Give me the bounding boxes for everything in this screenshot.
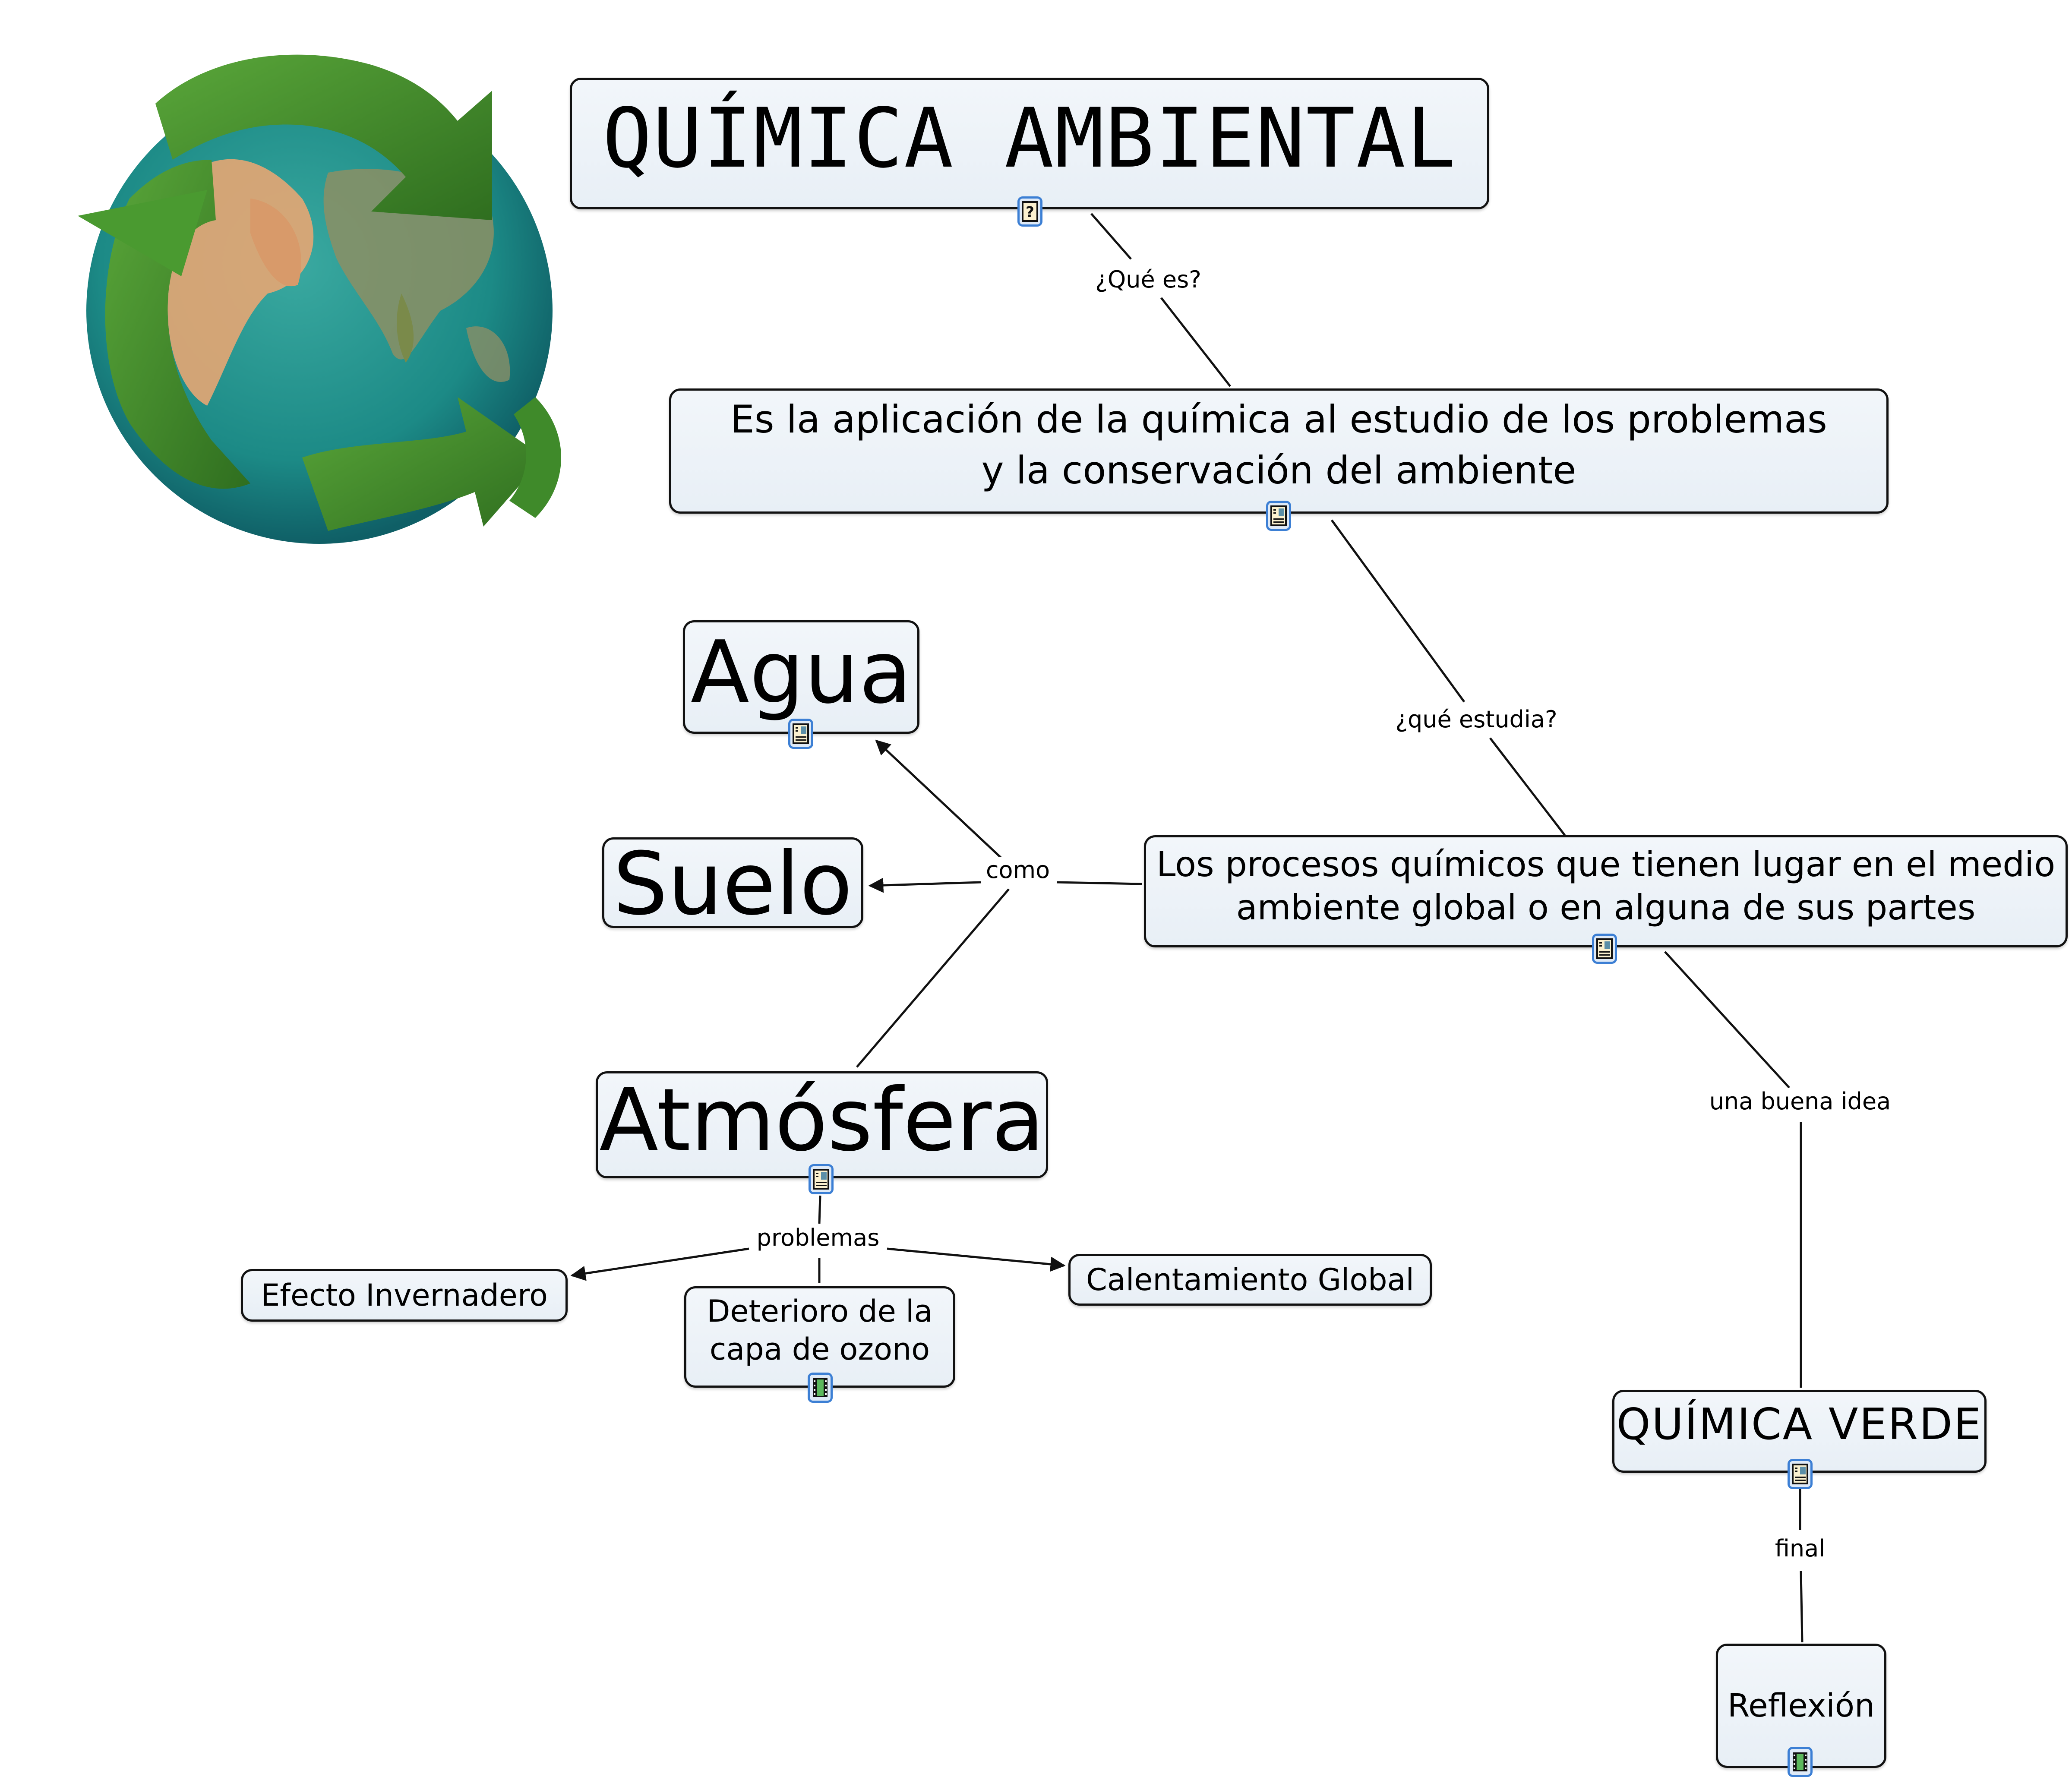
node-label: Calentamiento Global [1086,1262,1414,1297]
globe-recycle-image [78,54,561,544]
node-definicion[interactable]: Es la aplicación de la química al estudi… [669,388,1889,514]
node-efecto-invernadero[interactable]: Efecto Invernadero [241,1269,568,1322]
document-image-icon[interactable] [809,1164,834,1194]
film-icon[interactable] [1788,1747,1813,1777]
node-atmosfera[interactable]: Atmósfera [596,1071,1048,1178]
node-label: Atmósfera [599,1070,1045,1171]
node-label: Los procesos químicos que tienen lugar e… [1156,844,2056,928]
document-image-icon[interactable] [788,719,813,749]
document-image-icon[interactable] [1592,934,1617,964]
link-label-una-buena-idea: una buena idea [1706,1088,1895,1115]
node-label: Es la aplicación de la química al estudi… [730,397,1827,492]
node-label: QUÍMICA VERDE [1616,1399,1983,1449]
node-label: QUÍMICA AMBIENTAL [602,90,1457,186]
node-suelo[interactable]: Suelo [602,837,863,928]
svg-text:?: ? [1026,204,1034,221]
node-label: Agua [690,622,912,723]
node-agua[interactable]: Agua [683,620,919,734]
document-image-icon[interactable] [1788,1459,1813,1489]
link-label-que-estudia: ¿qué estudia? [1392,706,1561,733]
node-label: Deterioro de la capa de ozono [707,1293,933,1367]
node-label: Efecto Invernadero [261,1278,548,1313]
node-label: Suelo [613,834,853,934]
link-label-problemas: problemas [753,1225,883,1251]
node-label: Reflexión [1728,1687,1875,1724]
node-calentamiento-global[interactable]: Calentamiento Global [1068,1254,1432,1306]
film-icon[interactable] [808,1373,833,1403]
link-label-final: final [1771,1535,1829,1562]
node-procesos-quimicos[interactable]: Los procesos químicos que tienen lugar e… [1144,835,2068,947]
question-document-icon[interactable]: ? [1017,196,1042,227]
link-label-que-es: ¿Qué es? [1092,266,1205,293]
document-image-icon[interactable] [1266,501,1291,531]
link-label-como: como [982,857,1054,884]
node-deterioro-ozono[interactable]: Deterioro de la capa de ozono [684,1286,955,1388]
node-quimica-ambiental[interactable]: QUÍMICA AMBIENTAL [570,78,1489,209]
